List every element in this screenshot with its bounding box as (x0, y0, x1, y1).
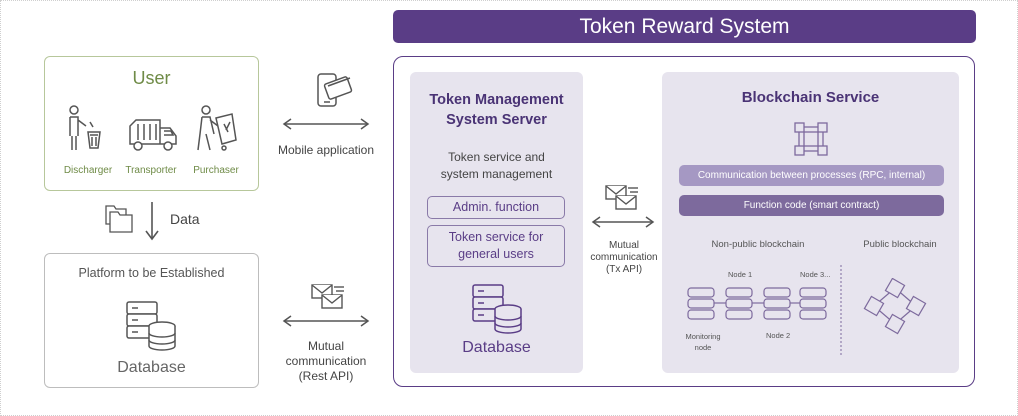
public-blockchain-icon (863, 278, 927, 335)
tms-title-line1: Token Management (429, 92, 564, 108)
bidirectional-arrow-icon (591, 216, 655, 228)
tx-line3: (Tx API) (605, 264, 643, 275)
tx-api-label: Mutual communication (Tx API) (580, 240, 668, 276)
network-node-icon (794, 122, 828, 156)
node2-icon (763, 287, 791, 320)
tms-database-label: Database (462, 339, 531, 356)
smart-contract-label: Function code (smart contract) (743, 200, 880, 211)
tx-line1: Mutual (608, 240, 639, 251)
general-line2: general users (458, 247, 534, 261)
rest-connector-graphic (282, 284, 370, 327)
blockchain-service-title: Blockchain Service (741, 89, 880, 106)
mobile-payment-icon (317, 73, 353, 107)
admin-function-label: Admin. function (452, 200, 540, 214)
garbage-truck-icon (129, 119, 177, 151)
public-blockchain-label: Public blockchain (863, 239, 937, 250)
tms-database-icon (472, 284, 522, 334)
bidirectional-arrow-icon (282, 315, 370, 327)
discharger-icon (69, 105, 101, 150)
role-discharger: Discharger (63, 165, 113, 176)
node3-icon (799, 287, 827, 320)
admin-function-pill: Admin. function (427, 196, 565, 219)
monitoring-line1: Monitoring (685, 332, 721, 341)
platform-box (44, 253, 259, 388)
smart-contract-bar: Function code (smart contract) (679, 195, 944, 216)
rest-line2: communication (285, 354, 367, 368)
user-box (44, 56, 259, 191)
blockchain-service-panel (662, 72, 959, 373)
node1-label: Node 1 (728, 270, 753, 279)
node2-label: Node 2 (766, 331, 791, 340)
mobile-application-label: Mobile application (277, 143, 375, 157)
data-flow-graphic (105, 202, 159, 241)
platform-title: Platform to be Established (78, 266, 225, 280)
node1-icon (725, 287, 753, 320)
role-transporter: Transporter (125, 165, 177, 176)
token-reward-system-frame (393, 56, 975, 387)
platform-database-icon (126, 301, 176, 351)
data-label: Data (170, 211, 200, 227)
rest-line1: Mutual (307, 339, 345, 353)
blockchain-divider (840, 265, 842, 355)
nonpublic-blockchain-label: Non-public blockchain (711, 239, 805, 250)
system-title: Token Reward System (579, 14, 790, 38)
tms-title-line2: System Server (446, 112, 547, 128)
general-line1: Token service for (448, 230, 544, 244)
node3-label: Node 3... (800, 270, 831, 279)
monitoring-node-icon (687, 287, 715, 320)
message-exchange-icon (605, 185, 638, 210)
tx-line2: communication (590, 252, 658, 263)
rest-line3: (Rest API) (298, 369, 354, 383)
tx-connector-graphic (591, 185, 655, 228)
general-user-service-pill: Token service for general users (427, 225, 565, 267)
rpc-communication-bar: Communication between processes (RPC, in… (679, 165, 944, 186)
user-icons (69, 105, 237, 151)
token-management-subtitle: Token service and system management (410, 149, 583, 183)
down-arrow-icon (145, 202, 159, 241)
user-title: User (132, 68, 171, 88)
monitoring-line2: node (694, 343, 712, 352)
tms-sub-line2: system management (440, 167, 553, 181)
rpc-communication-label: Communication between processes (RPC, in… (697, 170, 926, 181)
purchaser-icon (197, 105, 237, 151)
platform-database-label: Database (117, 359, 186, 376)
token-management-title: Token Management System Server (410, 90, 583, 130)
bidirectional-arrow-icon (282, 118, 370, 130)
private-node-chain (687, 287, 827, 320)
monitoring-node-label: Monitoring node (682, 331, 724, 353)
system-title-banner: Token Reward System (393, 10, 976, 43)
rest-api-label: Mutual communication (Rest API) (270, 339, 382, 384)
folders-icon (105, 205, 133, 233)
role-purchaser: Purchaser (193, 165, 239, 176)
message-exchange-icon (311, 284, 344, 309)
tms-sub-line1: Token service and (448, 150, 545, 164)
mobile-connector-graphic (282, 73, 370, 130)
